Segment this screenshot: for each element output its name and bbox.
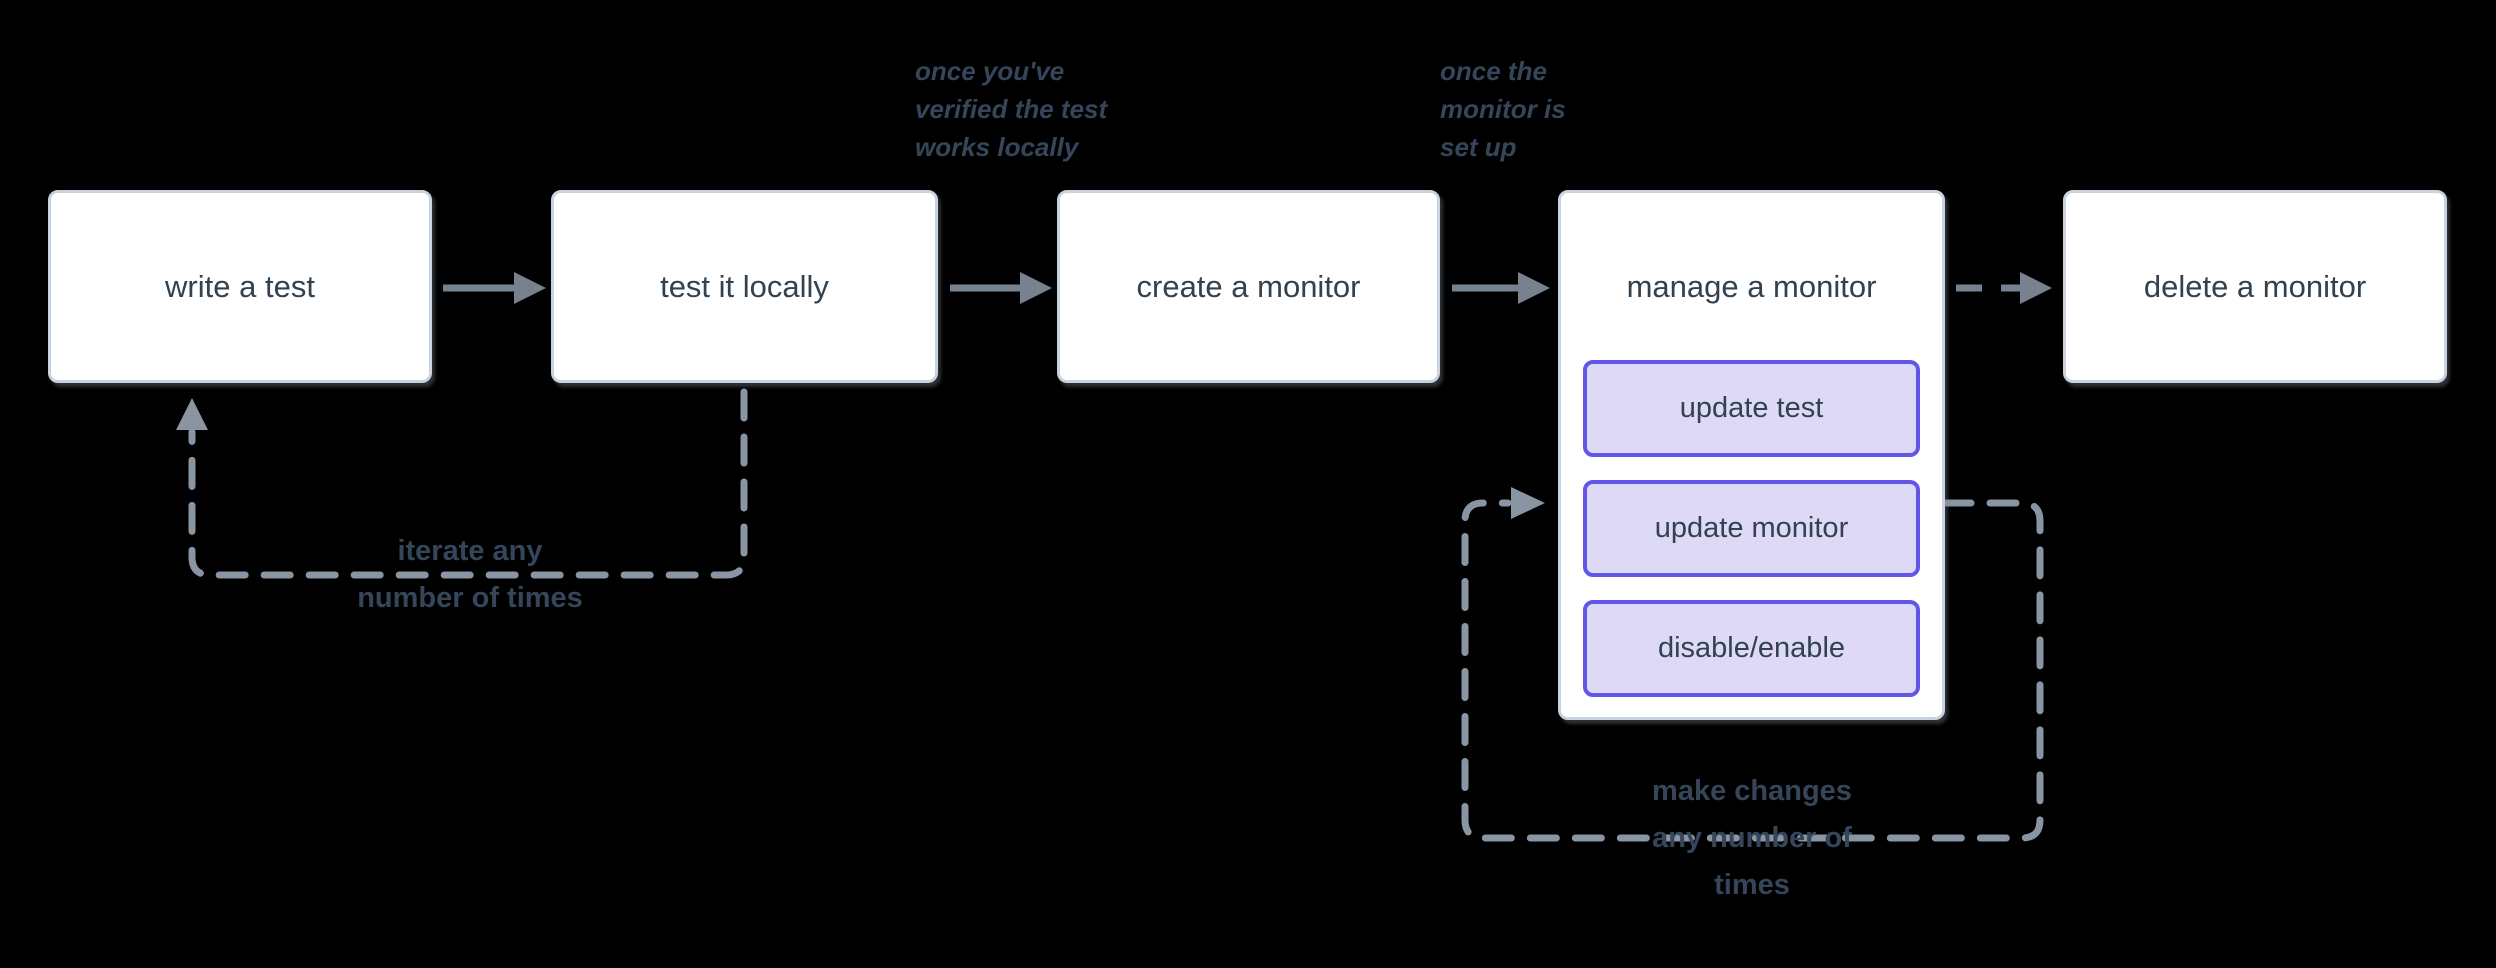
arrowhead-write-to-test-icon bbox=[514, 272, 546, 304]
annotation-once-verified-line1: once you've bbox=[915, 56, 1065, 86]
loop-label-iterate: iterate any number of times bbox=[320, 528, 620, 622]
arrowhead-create-to-manage-icon bbox=[1518, 272, 1550, 304]
loop-make-changes-arrowhead-icon bbox=[1511, 487, 1545, 519]
annotation-once-verified-line3: works locally bbox=[915, 132, 1079, 162]
substep-update-test: update test bbox=[1583, 360, 1920, 457]
loop-make-changes-path bbox=[1461, 499, 2044, 842]
step-write-a-test-label: write a test bbox=[165, 268, 315, 304]
loop-iterate-path bbox=[188, 388, 748, 579]
loop-label-make-changes-line3: times bbox=[1714, 869, 1790, 901]
substep-disable-enable: disable/enable bbox=[1583, 600, 1920, 697]
annotation-once-set-up-line2: monitor is bbox=[1440, 94, 1566, 124]
arrowhead-test-to-create-icon bbox=[1020, 272, 1052, 304]
arrowhead-manage-to-delete-icon bbox=[2020, 272, 2052, 304]
annotation-once-set-up-line1: once the bbox=[1440, 56, 1547, 86]
substep-disable-enable-label: disable/enable bbox=[1657, 632, 1846, 664]
step-manage-a-monitor-label: manage a monitor bbox=[1626, 268, 1877, 304]
step-test-it-locally: test it locally bbox=[551, 190, 938, 383]
substep-update-monitor-label: update monitor bbox=[1654, 512, 1849, 544]
loop-label-make-changes-line1: make changes bbox=[1652, 775, 1852, 807]
annotation-once-set-up-line3: set up bbox=[1440, 132, 1517, 162]
loop-label-make-changes-line2: any number of bbox=[1652, 822, 1852, 854]
substep-update-monitor: update monitor bbox=[1583, 480, 1920, 577]
step-create-a-monitor: create a monitor bbox=[1057, 190, 1440, 383]
step-manage-a-monitor: manage a monitor update test update moni… bbox=[1558, 190, 1945, 720]
annotation-once-verified: once you've verified the test works loca… bbox=[915, 52, 1107, 166]
step-create-a-monitor-label: create a monitor bbox=[1136, 268, 1361, 304]
loop-label-iterate-line2: number of times bbox=[357, 582, 583, 614]
step-test-it-locally-label: test it locally bbox=[660, 268, 829, 304]
loop-iterate-arrowhead-icon bbox=[176, 398, 208, 430]
substep-update-test-label: update test bbox=[1679, 392, 1824, 424]
loop-label-iterate-line1: iterate any bbox=[397, 535, 543, 567]
loop-label-make-changes: make changes any number of times bbox=[1602, 768, 1902, 909]
step-delete-a-monitor: delete a monitor bbox=[2063, 190, 2447, 383]
step-write-a-test: write a test bbox=[48, 190, 432, 383]
annotation-once-set-up: once the monitor is set up bbox=[1440, 52, 1566, 166]
annotation-once-verified-line2: verified the test bbox=[915, 94, 1108, 124]
step-delete-a-monitor-label: delete a monitor bbox=[2143, 268, 2367, 304]
